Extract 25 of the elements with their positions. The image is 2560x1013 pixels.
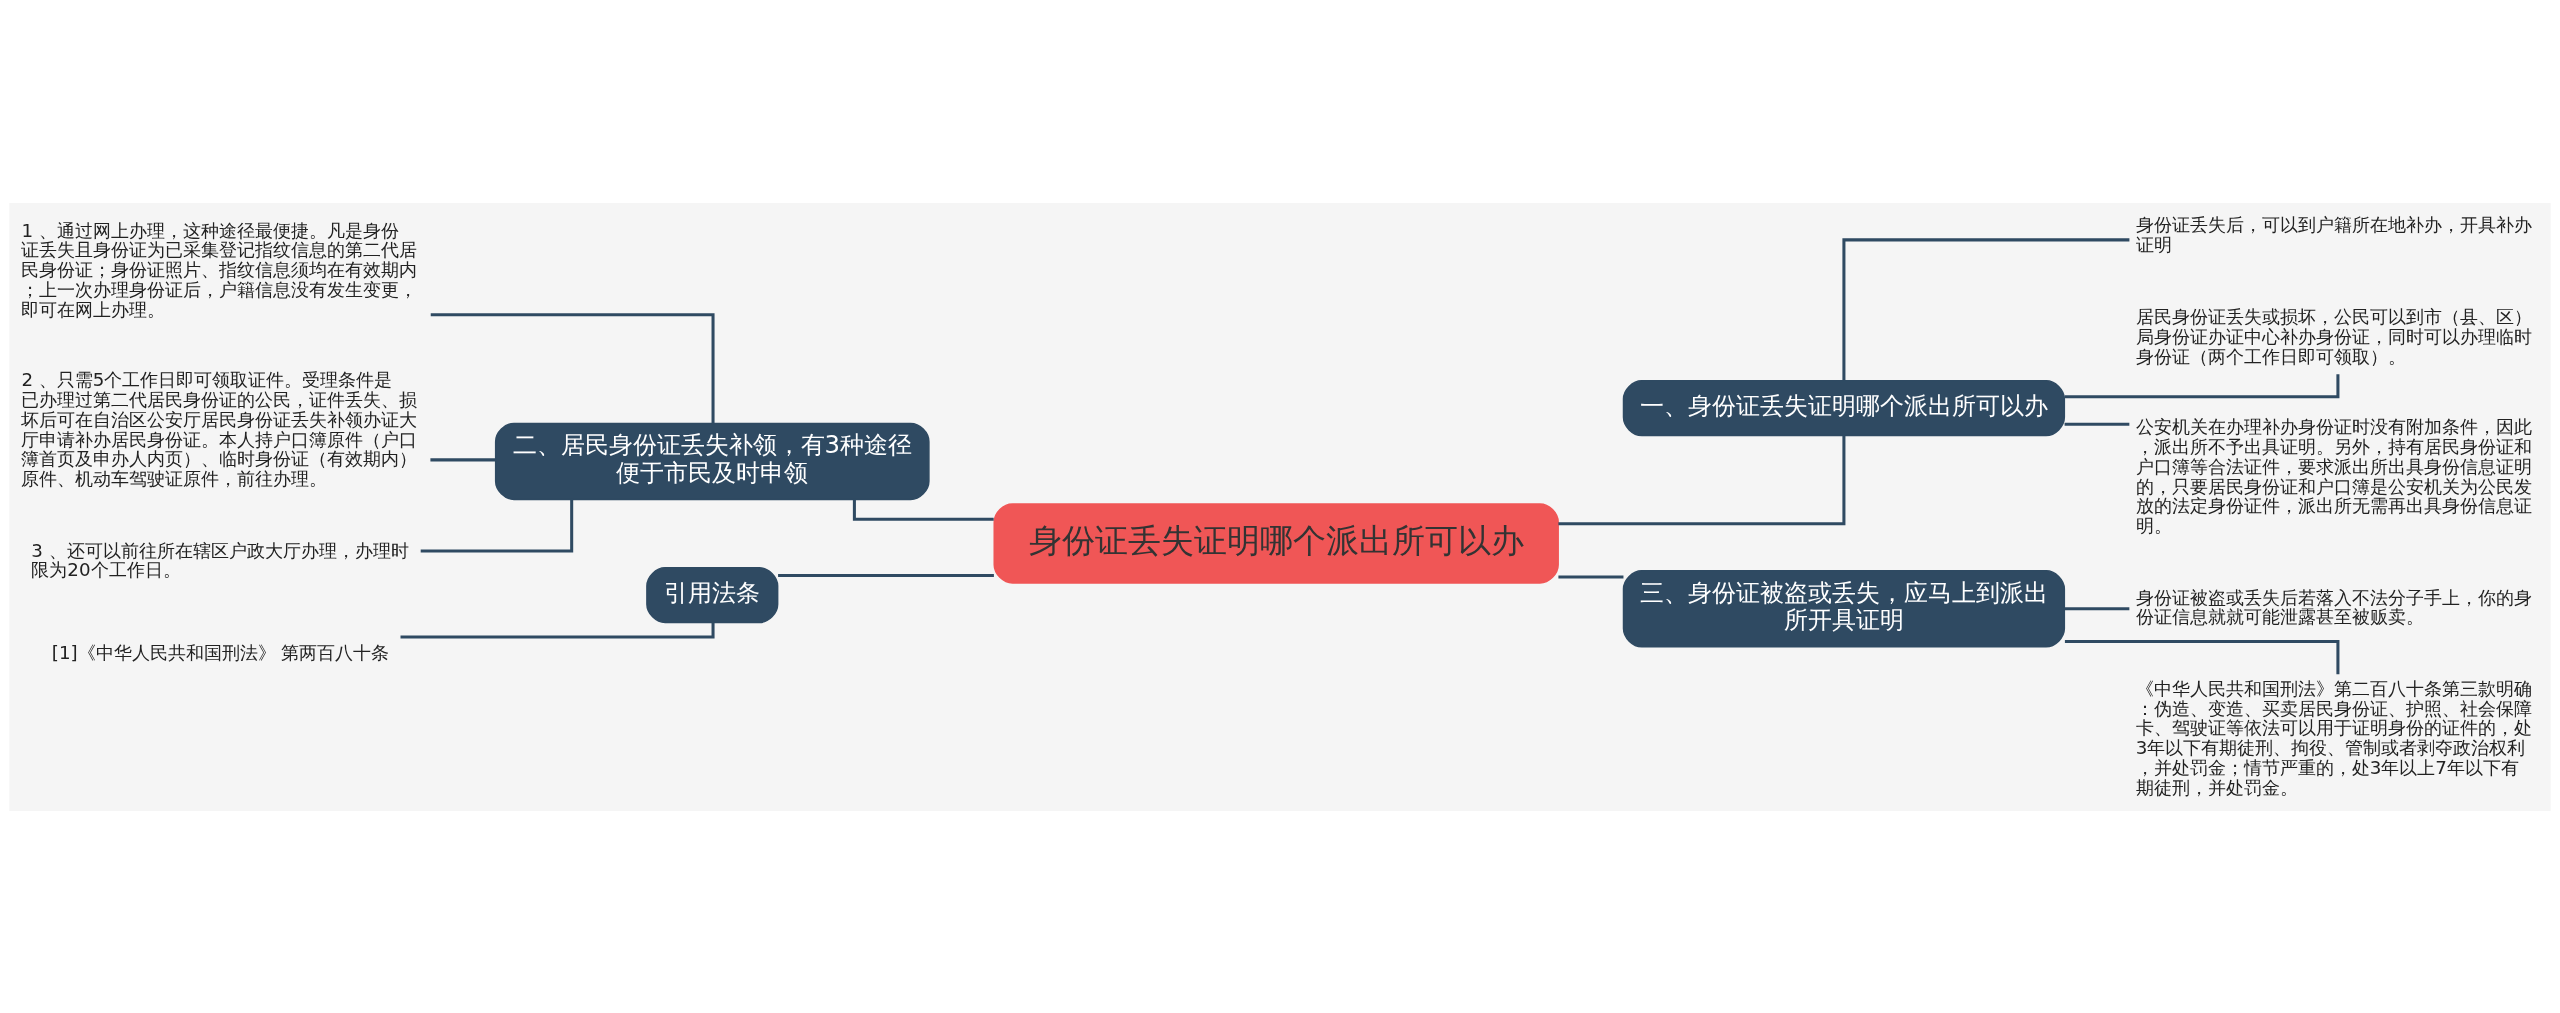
connector	[1558, 574, 1624, 578]
node-text: 《中华人民共和国刑法》第二百八十条第三款明确：伪造、变造、买卖居民身份证、护照、社会保障卡、驾驶证等依法可以用于证明身份的证件的，处3年以下有期徒刑、拘役、管制或者剥夺政治权利，并处罚金；情节严重的，处3年以上7年以下有期徒刑，并处罚金。	[2135, 677, 2532, 798]
node-text: 居民身份证丢失或损坏，公民可以到市（县、区）局身份证办证中心补办身份证，同时可以办理临时身份证（两个工作日即可领取）。	[2135, 305, 2532, 367]
node-box: 一、身份证丢失证明哪个派出所可以办	[1622, 379, 2066, 436]
connector	[430, 457, 496, 461]
connector	[1842, 237, 2130, 380]
connector	[420, 498, 574, 553]
node-box: 二、居民身份证丢失补领，有3种途径便于市民及时申领	[494, 422, 930, 500]
node-text: 身份证丢失后，可以到户籍所在地补办，开具补办证明	[2135, 213, 2532, 255]
connector	[1558, 435, 1846, 525]
connector	[2064, 606, 2130, 610]
node-box: 身份证丢失证明哪个派出所可以办	[993, 502, 1559, 584]
connector	[400, 622, 715, 638]
node-text: [1]《中华人民共和国刑法》 第两百八十条	[51, 641, 390, 663]
node-text: 公安机关在办理补办身份证时没有附加条件，因此，派出所不予出具证明。另外，持有居民身份证和户口簿等合法证件，要求派出所出具身份信息证明的，只要居民身份证和户口簿是公安机关为公民发放的法定身份证件，派出所无需再出具身份信息证明。	[2135, 415, 2532, 536]
node-text: 2 、只需5个工作日即可领取证件。受理条件是已办理过第二代居民身份证的公民，证件丢失、损坏后可在自治区公安厅居民身份证丢失补领办证大厅申请补办居民身份证。本人持户口簿原件（户口簿首页及申办人内页）、临时身份证（有效期内）原件、机动车驾驶证原件，前往办理。	[21, 368, 418, 489]
connector	[852, 499, 994, 521]
connector	[778, 573, 994, 577]
connector	[430, 312, 715, 423]
node-text: 3 、还可以前往所在辖区户政大厅办理，办理时限为20个工作日。	[31, 539, 409, 580]
node-text: 1 、通过网上办理，这种途径最便捷。凡是身份证丢失且身份证为已采集登记指纹信息的第二代居民身份证；身份证照片、指纹信息须均在有效期内；上一次办理身份证后，户籍信息没有发生变更，即可在网上办理。	[21, 219, 418, 320]
node-box: 引用法条	[646, 566, 779, 623]
connector	[2064, 422, 2130, 426]
node-box: 三、身份证被盗或丢失，应马上到派出所开具证明	[1622, 569, 2066, 648]
node-text: 身份证被盗或丢失后若落入不法分子手上，你的身份证信息就就可能泄露甚至被贩卖。	[2135, 586, 2532, 627]
